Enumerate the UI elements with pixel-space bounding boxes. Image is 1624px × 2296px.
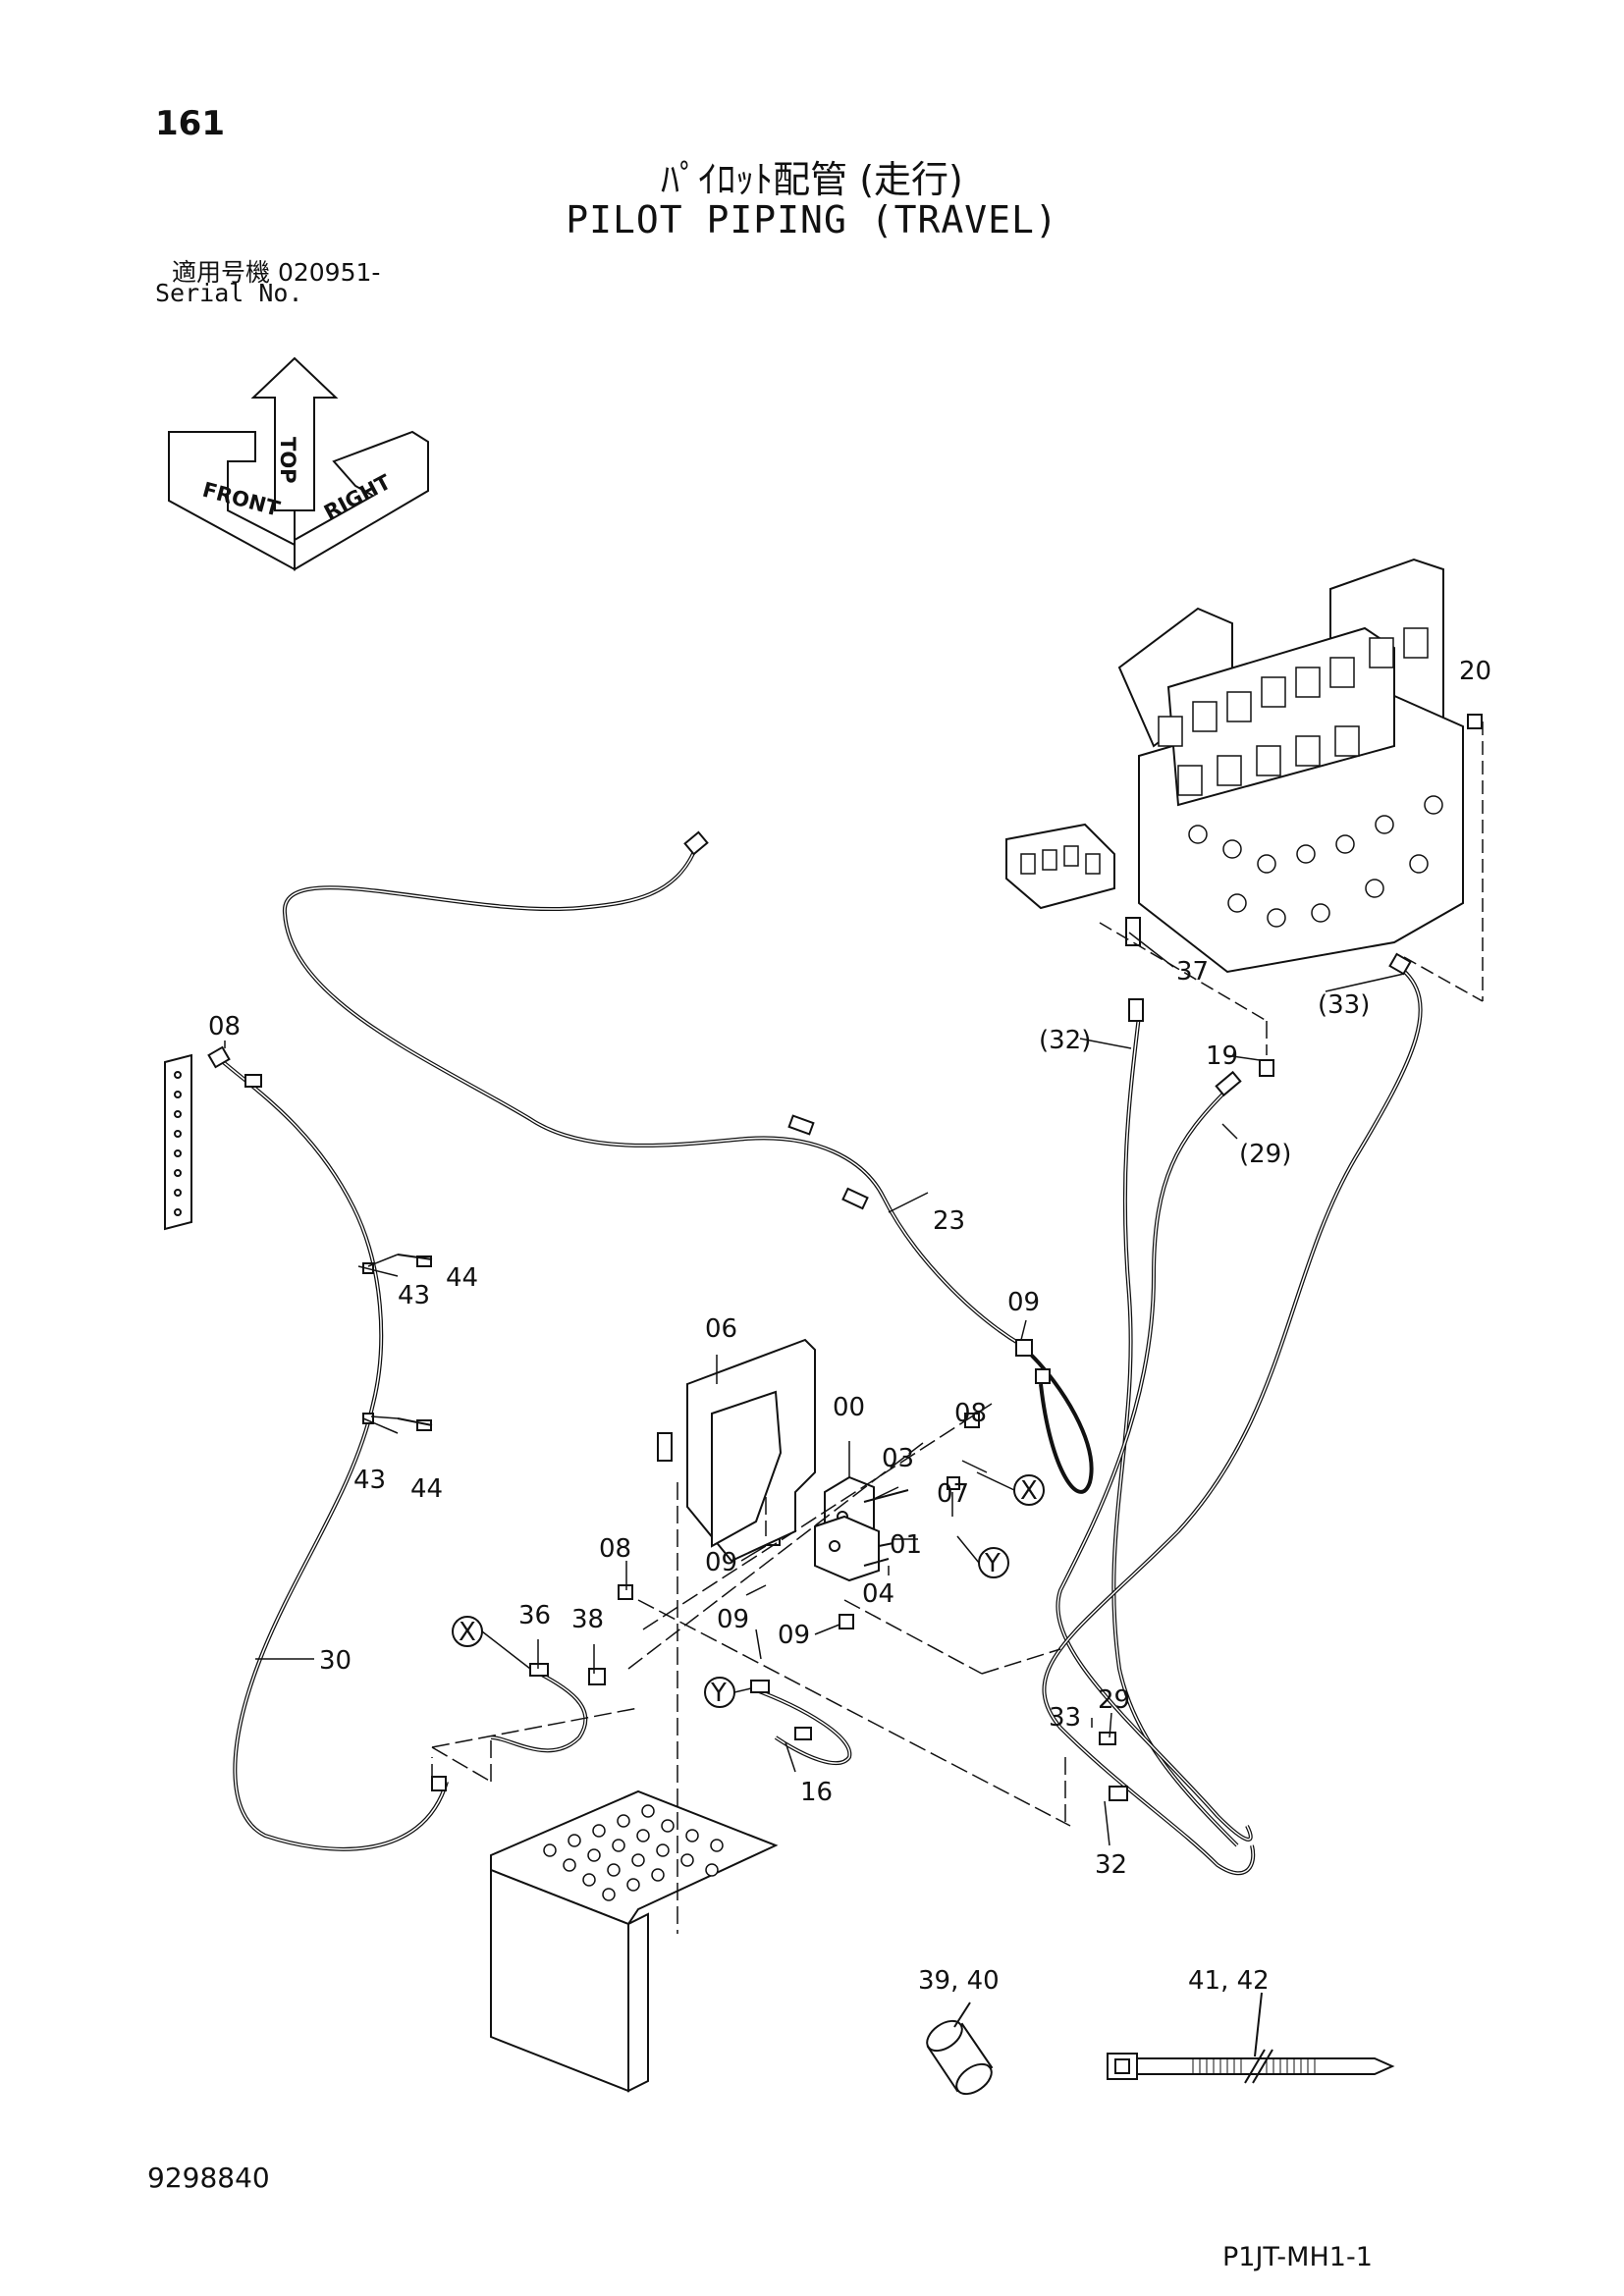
callout-07: 07 (937, 1479, 969, 1509)
callout-33-ref: (33) (1318, 990, 1370, 1020)
callout-08-top: 08 (208, 1012, 241, 1041)
valve-leader-lines (1099, 721, 1484, 1022)
callout-32: 32 (1095, 1850, 1127, 1880)
callout-43-lower: 43 (353, 1466, 386, 1495)
callout-16: 16 (800, 1778, 833, 1807)
valve-block-01 (814, 1515, 894, 1582)
callout-20: 20 (1459, 657, 1491, 686)
callout-38: 38 (571, 1605, 604, 1634)
callout-36: 36 (518, 1601, 551, 1630)
callout-01: 01 (890, 1530, 922, 1560)
callout-32-ref: (32) (1039, 1026, 1091, 1055)
orientation-top-label: TOP (276, 437, 299, 484)
connection-x-right: X (1020, 1476, 1038, 1506)
hose-loop (1029, 1353, 1094, 1494)
hose-36 (490, 1667, 588, 1753)
fittings (207, 830, 1412, 1801)
bolts (397, 1254, 909, 1567)
leader-lines (224, 932, 1405, 1846)
callout-29-ref: (29) (1239, 1140, 1291, 1169)
callout-29: 29 (1098, 1685, 1130, 1715)
cable-tie-41-42 (1107, 1992, 1395, 2084)
hose-30 (219, 1058, 449, 1851)
callout-08-low: 08 (599, 1534, 631, 1564)
callout-09-b: 09 (717, 1605, 749, 1634)
hose-33 (1042, 965, 1423, 1876)
mounting-strip (164, 1053, 192, 1231)
sheet-code: P1JT-MH1-1 (1222, 2242, 1373, 2272)
callout-44-lower: 44 (410, 1474, 443, 1504)
callout-23: 23 (933, 1206, 965, 1236)
document-number: 9298840 (147, 2162, 270, 2194)
callout-00: 00 (833, 1393, 865, 1422)
connection-y-left: Y (710, 1679, 727, 1708)
hose-29 (1056, 1088, 1253, 1842)
bracket-06 (657, 1338, 816, 1563)
callout-39-40: 39, 40 (918, 1966, 1000, 1996)
callout-04: 04 (862, 1579, 894, 1609)
control-valve-assembly (1005, 558, 1483, 974)
callout-08-mid: 08 (954, 1399, 987, 1428)
construction-lines (431, 1021, 1268, 1934)
sleeve-39-40 (926, 2002, 994, 2096)
hose-23 (282, 843, 1023, 1347)
floor-plate (490, 1789, 779, 2093)
hose-16 (750, 1686, 852, 1766)
hose-32 (1111, 1015, 1239, 1847)
callout-19: 19 (1206, 1041, 1238, 1071)
callout-44-upper: 44 (446, 1263, 478, 1293)
connection-y-right: Y (984, 1549, 1001, 1578)
callout-43-upper: 43 (398, 1281, 430, 1310)
callout-06: 06 (705, 1314, 737, 1344)
callout-33: 33 (1049, 1703, 1081, 1733)
callout-37: 37 (1176, 957, 1209, 987)
callout-09-a: 09 (705, 1548, 737, 1577)
callout-09-c: 09 (778, 1621, 810, 1650)
orientation-indicator (168, 356, 429, 571)
callout-30: 30 (319, 1646, 352, 1676)
callout-09-top: 09 (1007, 1288, 1040, 1317)
page-title-japanese: ﾊﾟｲﾛｯﾄ配管 (走行) (661, 158, 963, 201)
page-title-english: PILOT PIPING (TRAVEL) (566, 198, 1058, 241)
serial-range-label: 適用号機 020951- (172, 258, 381, 287)
page-number: 161 (155, 104, 225, 143)
serial-number-label: Serial No. (155, 279, 303, 307)
callout-03: 03 (882, 1444, 914, 1473)
connection-x-left: X (459, 1618, 476, 1647)
callout-41-42: 41, 42 (1188, 1966, 1270, 1996)
